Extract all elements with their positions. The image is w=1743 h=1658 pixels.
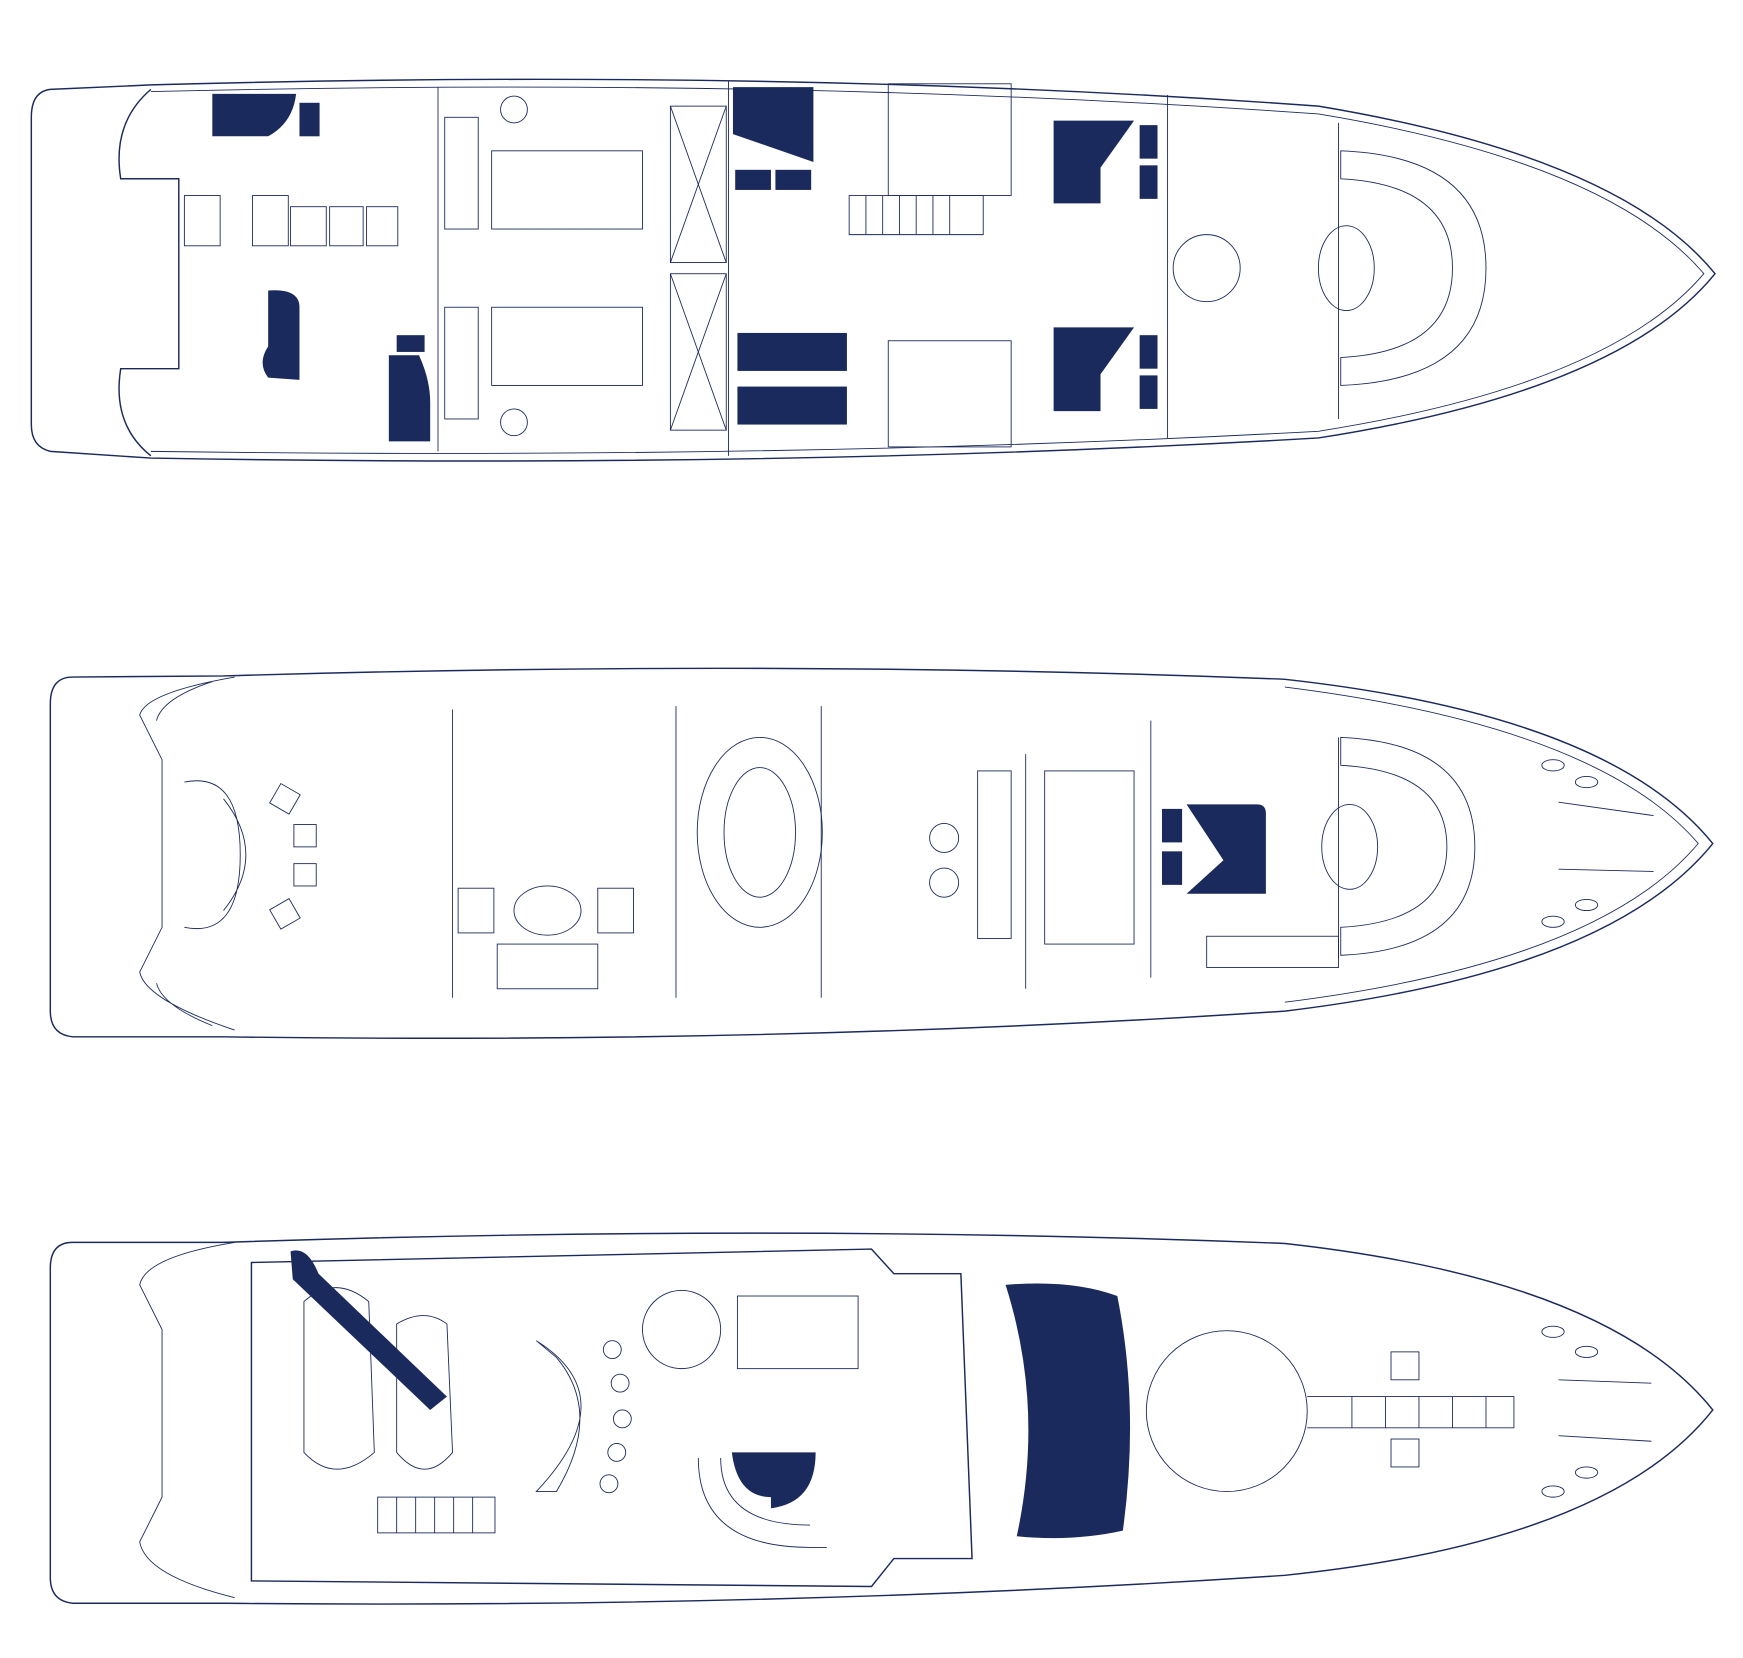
aft-steps: [139, 1241, 235, 1599]
cabinet: [290, 206, 327, 247]
tank: [669, 105, 727, 264]
lower-deck-transom: [118, 88, 180, 457]
main-deck-inner-hull: [1284, 686, 1699, 1003]
sofa: [496, 943, 599, 990]
guest-bed: [737, 332, 847, 371]
anchor-winches: [1541, 759, 1654, 928]
guest-bed: [732, 87, 814, 163]
jet-ski: [396, 1315, 453, 1470]
stool: [929, 822, 960, 853]
bow-seating: [1340, 150, 1487, 386]
tank: [669, 273, 727, 431]
jacuzzi: [642, 1289, 722, 1370]
stool: [929, 867, 960, 898]
bathroom: [887, 83, 1012, 196]
lower-deck-hull-outline: [30, 78, 1716, 462]
helipad-circle: [1145, 1330, 1308, 1492]
fixture: [500, 95, 528, 124]
bar-counter: [535, 1340, 582, 1492]
bathroom: [887, 340, 1012, 448]
aft-steps: [139, 676, 235, 1031]
guest-bed: [735, 169, 771, 190]
anchor-winches: [1541, 1325, 1652, 1498]
cabinet: [366, 206, 399, 247]
staircase: [848, 195, 984, 236]
galley-counter: [1044, 770, 1135, 945]
crane-arm: [290, 1250, 447, 1410]
helm-seating-arc: [697, 1458, 827, 1548]
dining-table-surround: [696, 736, 823, 928]
main-deck-plan: [49, 667, 1714, 1040]
windscreen-cover: [1005, 1283, 1131, 1539]
galley-counter: [977, 770, 1012, 939]
superstructure: [250, 1248, 973, 1588]
hatch: [1390, 1351, 1420, 1381]
owner-bed: [1186, 804, 1266, 894]
upper-deck-hull-outline: [49, 1232, 1714, 1605]
guest-bed: [775, 169, 812, 190]
vip-bed: [1139, 335, 1158, 369]
vip-bed: [1139, 125, 1158, 159]
sunbed: [736, 1295, 859, 1370]
crew-bed: [262, 290, 300, 380]
foredeck-rail: [1307, 1396, 1515, 1429]
vip-bed: [1139, 375, 1158, 409]
engine-port: [491, 150, 643, 230]
round-table: [1172, 234, 1241, 303]
main-deck-hull-outline: [49, 667, 1714, 1040]
chair: [293, 863, 317, 887]
dining-table: [723, 767, 796, 898]
crew-bed: [212, 93, 297, 137]
crew-bed: [388, 355, 431, 442]
tank: [444, 116, 479, 230]
vip-bed: [1053, 327, 1135, 412]
chair: [269, 898, 301, 930]
engine-starboard: [491, 306, 643, 386]
lower-deck-inner-hull: [150, 86, 1705, 454]
crew-bed: [396, 335, 425, 352]
bow-seating: [1340, 736, 1476, 956]
tank-cross: [669, 273, 727, 431]
chair: [293, 824, 317, 848]
guest-bed: [737, 386, 847, 425]
cabinet: [329, 206, 364, 247]
helm-console: [1321, 803, 1379, 890]
crew-bed: [299, 102, 320, 137]
chair: [597, 887, 634, 934]
chair: [457, 887, 495, 934]
tank-cross: [669, 105, 727, 263]
upper-deck-plan: [49, 1232, 1714, 1605]
sunpads: [377, 1496, 496, 1534]
coffee-table: [513, 885, 582, 936]
helm-seat: [731, 1452, 816, 1509]
bar-stools: [599, 1340, 632, 1494]
owner-bed: [1161, 851, 1183, 885]
cabinet: [183, 195, 221, 247]
sofa: [1206, 935, 1339, 968]
chair: [269, 782, 301, 815]
hatch: [1390, 1438, 1420, 1468]
aft-sofa: [184, 780, 247, 929]
cabinet: [252, 195, 289, 247]
lower-deck-plan: [30, 78, 1716, 462]
fixture: [500, 408, 528, 437]
helm-console: [1317, 225, 1375, 312]
vip-bed: [1053, 120, 1135, 204]
vip-bed: [1139, 165, 1158, 199]
owner-bed: [1161, 808, 1183, 843]
tank: [444, 306, 479, 420]
